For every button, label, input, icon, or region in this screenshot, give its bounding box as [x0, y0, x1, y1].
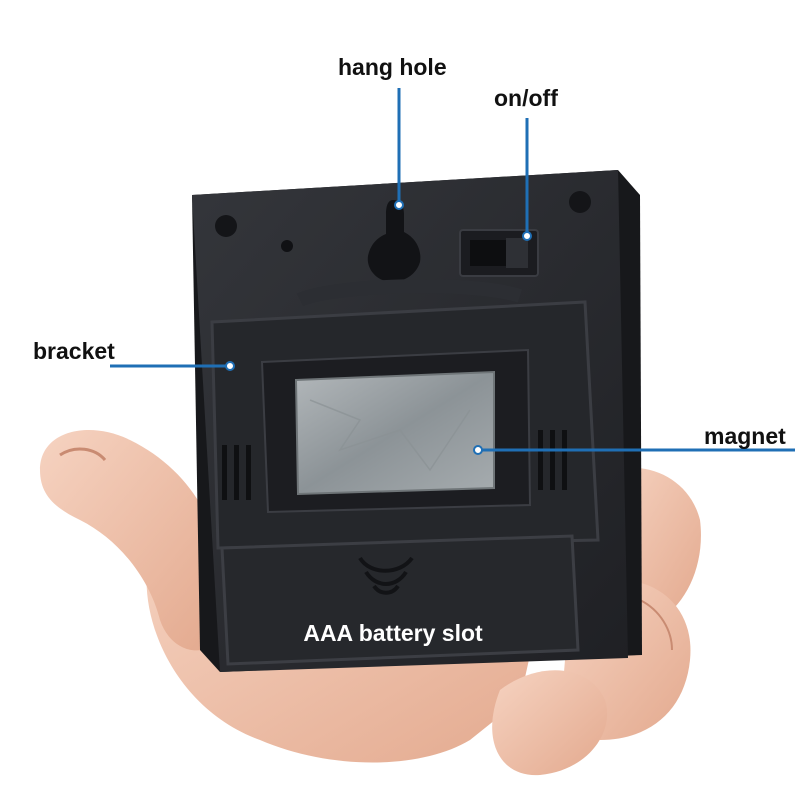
battery-cover-grip	[358, 556, 414, 595]
reset-hole	[281, 240, 293, 252]
battery-slot-label: AAA battery slot	[303, 620, 483, 646]
callout-lines	[110, 88, 795, 452]
battery-cover	[220, 534, 580, 666]
magnet-label: magnet	[704, 423, 786, 449]
on-off-label: on/off	[494, 85, 558, 111]
bracket-label: bracket	[33, 338, 115, 364]
screw-hole-right	[569, 191, 591, 213]
device-back-panel	[192, 170, 642, 672]
hang-hole	[367, 200, 421, 282]
switch-knob	[506, 238, 528, 268]
bracket-vents	[222, 430, 567, 500]
screw-hole-left	[215, 215, 237, 237]
magnet	[294, 370, 495, 496]
hang-hole-label: hang hole	[338, 54, 447, 80]
